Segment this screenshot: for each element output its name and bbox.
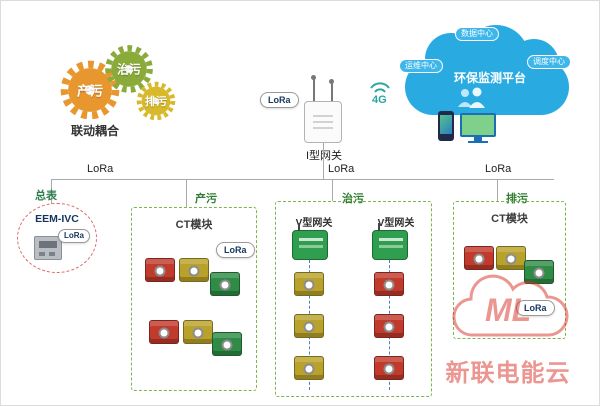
- ct-module-yellow: [294, 356, 324, 380]
- users-icon: [458, 87, 485, 108]
- ct-module-yellow: [179, 258, 209, 282]
- lora-label-right: LoRa: [485, 163, 512, 175]
- drop-line-treat: [332, 179, 333, 201]
- gear-caption: 联动耦合: [70, 124, 119, 138]
- antenna-tip-icon: [311, 75, 316, 80]
- ct-module-yellow: [496, 246, 526, 270]
- gear-icon: [136, 81, 176, 121]
- monitor-icon: [460, 113, 496, 143]
- lora-badge-meter: LoRa: [58, 229, 90, 243]
- lora-badge-produce: LoRa: [216, 242, 255, 258]
- drop-line-produce: [186, 179, 187, 207]
- produce-box: CT模块 LoRa: [131, 207, 257, 391]
- vgateway-device-icon: [372, 223, 408, 260]
- branch-label-discharge: 排污: [506, 193, 528, 205]
- gateway-label: I型网关: [305, 150, 343, 162]
- ct-module-red: [374, 314, 404, 338]
- gateway-device-icon: [304, 101, 342, 143]
- node-data-center: 数据中心: [455, 27, 499, 41]
- platform-title: 环保监测平台: [453, 71, 526, 85]
- ct-module-red: [374, 356, 404, 380]
- ct-module-red: [145, 258, 175, 282]
- ct-module-green: [210, 272, 240, 296]
- drop-line-discharge: [497, 179, 498, 201]
- node-ops-center: 运维中心: [399, 59, 443, 73]
- branch-label-treat: 治污: [342, 193, 364, 205]
- gear-icon: [60, 60, 120, 120]
- watermark-text: 新联电能云: [445, 360, 571, 387]
- gateway-drop-line: [323, 143, 324, 179]
- lora-bus-line: [51, 179, 554, 180]
- lora-label-center: LoRa: [328, 163, 355, 175]
- ct-module-red: [374, 272, 404, 296]
- ct-module-green: [524, 260, 554, 284]
- cloud-platform: 环保监测平台 数据中心 运维中心 调度中心: [399, 25, 581, 121]
- meter-model: EEM-IVC: [35, 213, 79, 225]
- gear-treat-label: 治污: [116, 62, 141, 77]
- meter-tag: 总表: [35, 190, 57, 202]
- meter-device-icon: [34, 236, 62, 260]
- antenna-tip-icon: [329, 79, 334, 84]
- gear-discharge-label: 排污: [145, 96, 167, 108]
- gear-discharge: 排污: [135, 80, 177, 122]
- branch-label-produce: 产污: [195, 193, 217, 205]
- main-meter-group: EEM-IVC LoRa: [17, 203, 97, 273]
- produce-module-label: CT模块: [175, 219, 213, 231]
- 4g-signal-icon: 4G: [370, 82, 390, 105]
- node-dispatch-center: 调度中心: [527, 55, 571, 69]
- ct-module-yellow: [294, 272, 324, 296]
- gear-produce-label: 产污: [76, 83, 103, 99]
- ct-module-red: [464, 246, 494, 270]
- vgateway-left-label: V型网关: [295, 218, 333, 229]
- vgateway-device-icon: [292, 223, 328, 260]
- ct-module-green: [212, 332, 242, 356]
- lora-label-left: LoRa: [87, 163, 114, 175]
- treat-box: V型网关 V型网关: [275, 201, 432, 397]
- discharge-box: CT模块 LoRa: [453, 201, 566, 339]
- ct-module-yellow: [294, 314, 324, 338]
- gear-produce: 产污: [58, 58, 122, 122]
- vgateway-right-label: V型网关: [377, 218, 415, 229]
- ct-module-yellow: [183, 320, 213, 344]
- lora-badge-discharge: LoRa: [516, 300, 555, 316]
- 4g-label: 4G: [372, 94, 387, 105]
- ct-module-red: [149, 320, 179, 344]
- gear-icon: [105, 45, 153, 93]
- discharge-module-label: CT模块: [491, 213, 528, 225]
- lora-badge-gateway: LoRa: [260, 92, 299, 108]
- antenna-icon: [331, 83, 333, 103]
- phone-icon: [438, 111, 454, 141]
- gear-treat: 治污: [103, 43, 155, 95]
- antenna-icon: [313, 79, 315, 103]
- drop-line-meter: [51, 179, 52, 204]
